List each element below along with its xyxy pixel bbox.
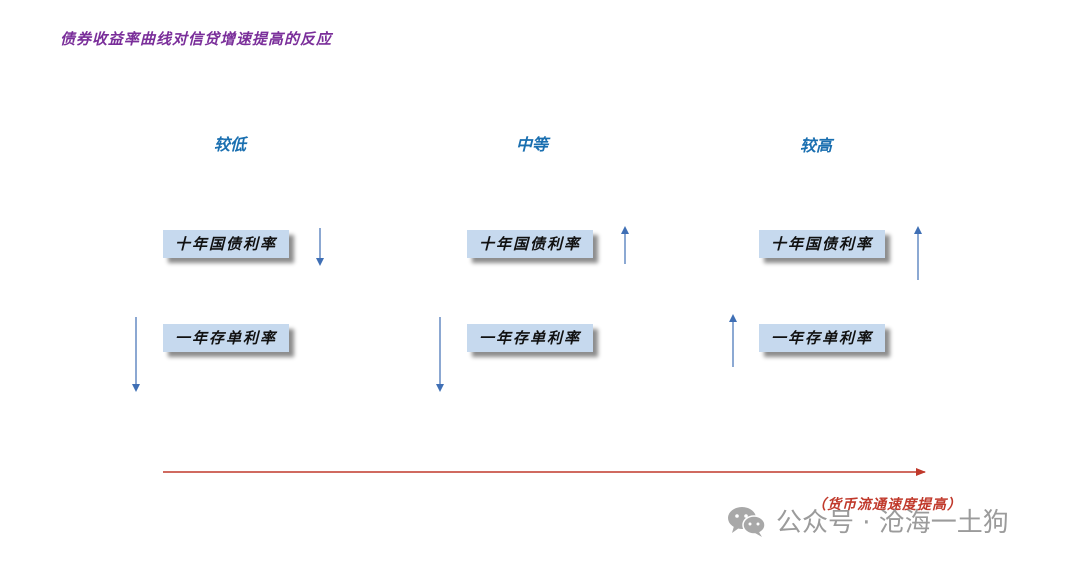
- column-header-low: 较低: [214, 135, 247, 154]
- velocity-axis-label: （货币流通速度提高）: [812, 497, 962, 513]
- column-header-high: 较高: [800, 136, 833, 155]
- box-low-one-year-cd-rate: 一年存单利率: [163, 324, 289, 352]
- box-medium-ten-year-yield: 十年国债利率: [467, 230, 593, 258]
- watermark: 公众号 · 沧海一土狗: [726, 502, 1009, 539]
- box-medium-one-year-cd-rate: 一年存单利率: [467, 324, 593, 352]
- box-low-ten-year-yield: 十年国债利率: [163, 230, 289, 258]
- wechat-logo-icon: [728, 506, 766, 537]
- box-high-ten-year-yield: 十年国债利率: [759, 230, 885, 258]
- diagram-title: 债券收益率曲线对信贷增速提高的反应: [60, 30, 333, 48]
- column-header-medium: 中等: [516, 135, 549, 154]
- box-high-one-year-cd-rate: 一年存单利率: [759, 324, 885, 352]
- watermark-text: 公众号 · 沧海一土狗: [776, 508, 1009, 538]
